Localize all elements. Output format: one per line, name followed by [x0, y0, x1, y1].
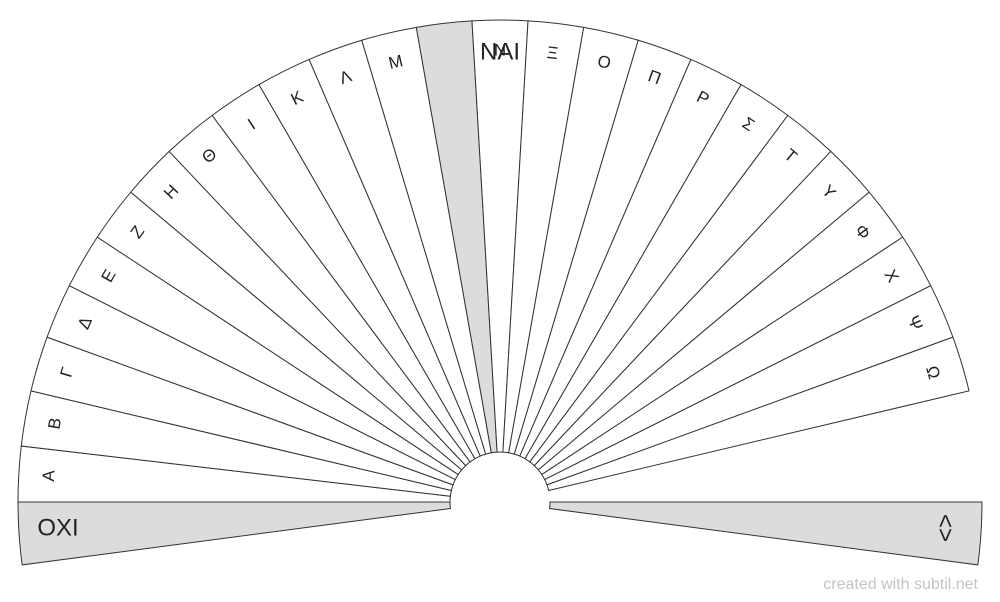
credit-text: created with subtil.net	[823, 576, 978, 593]
letter-label: Μ	[387, 51, 405, 73]
chart-segments	[17, 19, 983, 566]
letter-label: Ω	[922, 364, 944, 382]
yes-label: NAI	[480, 39, 520, 66]
letter-label: Α	[39, 469, 59, 482]
segment-no	[17, 501, 451, 566]
letter-label: Ψ	[903, 313, 926, 334]
segment-unknown	[549, 501, 983, 566]
letter-label: Ν	[494, 41, 506, 60]
unknown-label: <>	[932, 514, 959, 542]
letter-label: Β	[45, 416, 66, 430]
no-label: OXI	[37, 515, 78, 542]
segment-letter	[546, 336, 970, 492]
letter-label: Ξ	[546, 43, 559, 63]
letter-label: Π	[646, 66, 664, 88]
letter-label: Ο	[596, 51, 613, 73]
